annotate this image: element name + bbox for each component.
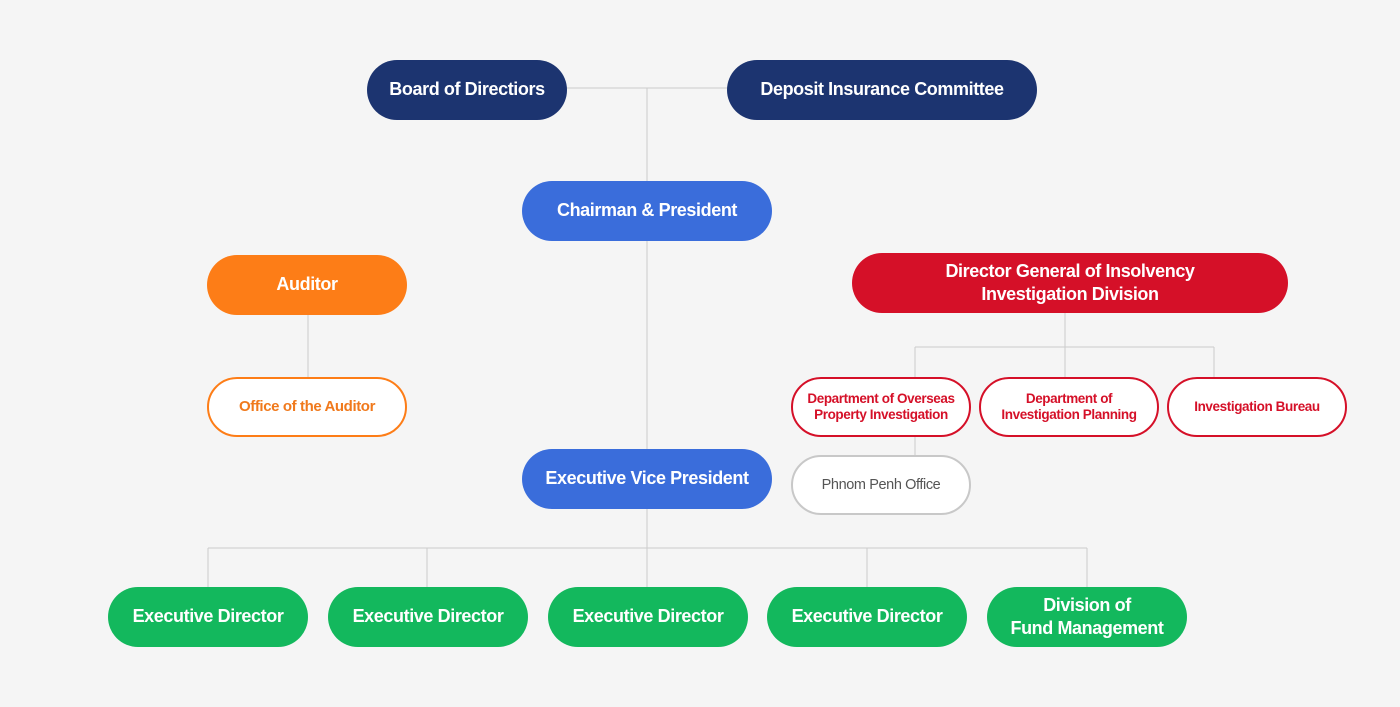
department-overseas-node: Department of Overseas Property Investig…: [791, 377, 971, 437]
node-label-line-1: Director General of Insolvency: [945, 260, 1195, 281]
node-label: Executive Vice President: [545, 468, 749, 489]
phnom-penh-office-node: Phnom Penh Office: [791, 455, 971, 515]
node-label-line-1: Division of: [1043, 594, 1131, 615]
executive-director-node-3: Executive Director: [548, 587, 748, 647]
investigation-bureau-node: Investigation Bureau: [1167, 377, 1347, 437]
node-label: Executive Director: [572, 606, 724, 627]
node-label: Board of Directiors: [389, 79, 545, 100]
node-label: Office of the Auditor: [238, 398, 376, 416]
office-of-the-auditor-node: Office of the Auditor: [207, 377, 407, 437]
deposit-insurance-committee-node: Deposit Insurance Committee: [727, 60, 1037, 120]
node-label: Auditor: [276, 274, 338, 295]
node-label-line-2: Investigation Planning: [1001, 407, 1137, 422]
director-general-node: Director General of Insolvency Investiga…: [852, 253, 1288, 313]
board-of-directors-node: Board of Directiors: [367, 60, 567, 120]
node-label: Executive Director: [791, 606, 943, 627]
node-label: Investigation Bureau: [1194, 398, 1320, 414]
node-label-line-2: Property Investigation: [814, 407, 948, 422]
node-label: Chairman & President: [556, 200, 738, 221]
node-label: Phnom Penh Office: [821, 476, 941, 493]
executive-director-node-4: Executive Director: [767, 587, 967, 647]
department-planning-node: Department of Investigation Planning: [979, 377, 1159, 437]
executive-director-node-1: Executive Director: [108, 587, 308, 647]
node-label: Executive Director: [352, 606, 504, 627]
node-label-line-1: Department of: [1025, 390, 1113, 406]
node-label-line-2: Investigation Division: [981, 284, 1159, 304]
node-label: Executive Director: [132, 606, 284, 627]
fund-management-node: Division of Fund Management: [987, 587, 1187, 647]
node-label-line-1: Department of Overseas: [807, 390, 955, 406]
node-label-line-2: Fund Management: [1010, 618, 1164, 638]
executive-director-node-2: Executive Director: [328, 587, 528, 647]
node-label: Deposit Insurance Committee: [760, 79, 1004, 100]
auditor-node: Auditor: [207, 255, 407, 315]
executive-vice-president-node: Executive Vice President: [522, 449, 772, 509]
chairman-president-node: Chairman & President: [522, 181, 772, 241]
